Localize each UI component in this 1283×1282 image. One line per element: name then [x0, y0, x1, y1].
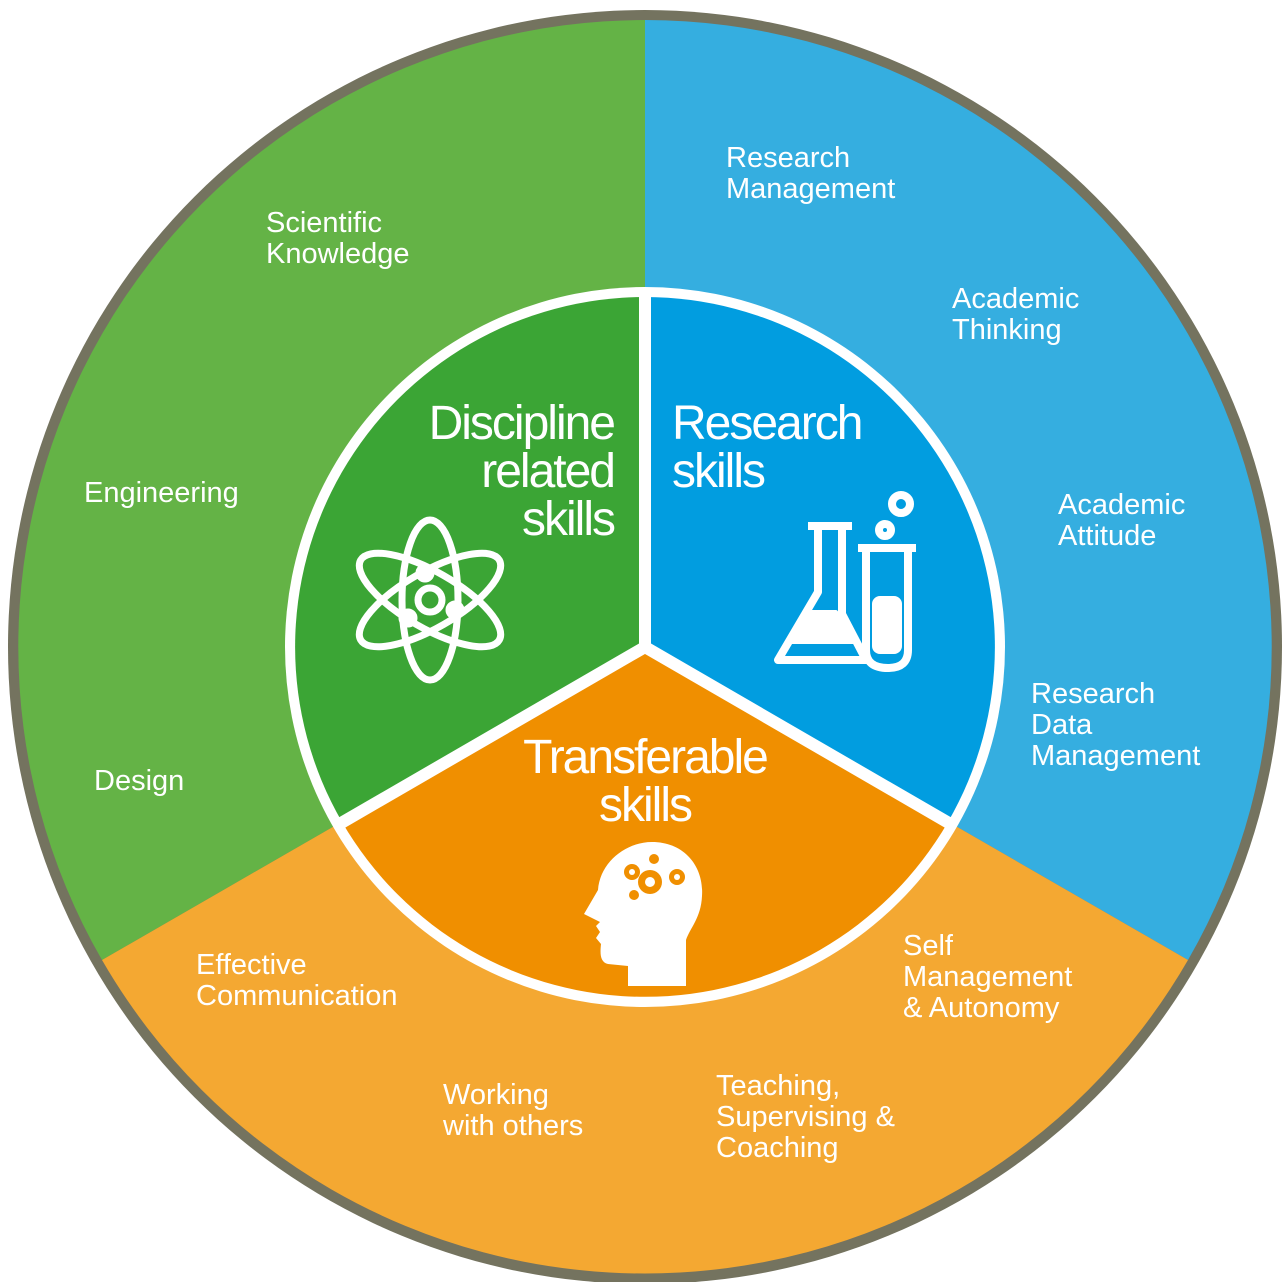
- label-design: Design: [94, 765, 185, 797]
- separator-right: [641, 641, 958, 832]
- separator-left: [332, 641, 649, 832]
- label-self-management: Self Management & Autonomy: [903, 930, 1073, 1024]
- label-engineering: Engineering: [84, 477, 239, 509]
- label-academic-thinking: Academic Thinking: [952, 283, 1080, 346]
- lab-flask-icon: [774, 491, 916, 672]
- label-scientific-knowledge: Scientific Knowledge: [266, 207, 410, 270]
- label-working-with-others: Working with others: [443, 1079, 584, 1142]
- label-teaching-supervising: Teaching, Supervising & Coaching: [716, 1070, 895, 1164]
- label-research-data-management: Research Data Management: [1031, 678, 1201, 772]
- label-effective-communication: Effective Communication: [196, 949, 398, 1012]
- head-gears-icon: [584, 842, 703, 986]
- research-title: Research skills: [672, 397, 863, 498]
- label-research-management: Research Management: [726, 142, 896, 205]
- discipline-title: Discipline related skills: [428, 397, 616, 546]
- inner-sector-transferable: [342, 647, 948, 997]
- transferable-title: Transferable skills: [523, 731, 769, 832]
- atom-icon: [355, 516, 505, 684]
- label-academic-attitude: Academic Attitude: [1058, 489, 1186, 552]
